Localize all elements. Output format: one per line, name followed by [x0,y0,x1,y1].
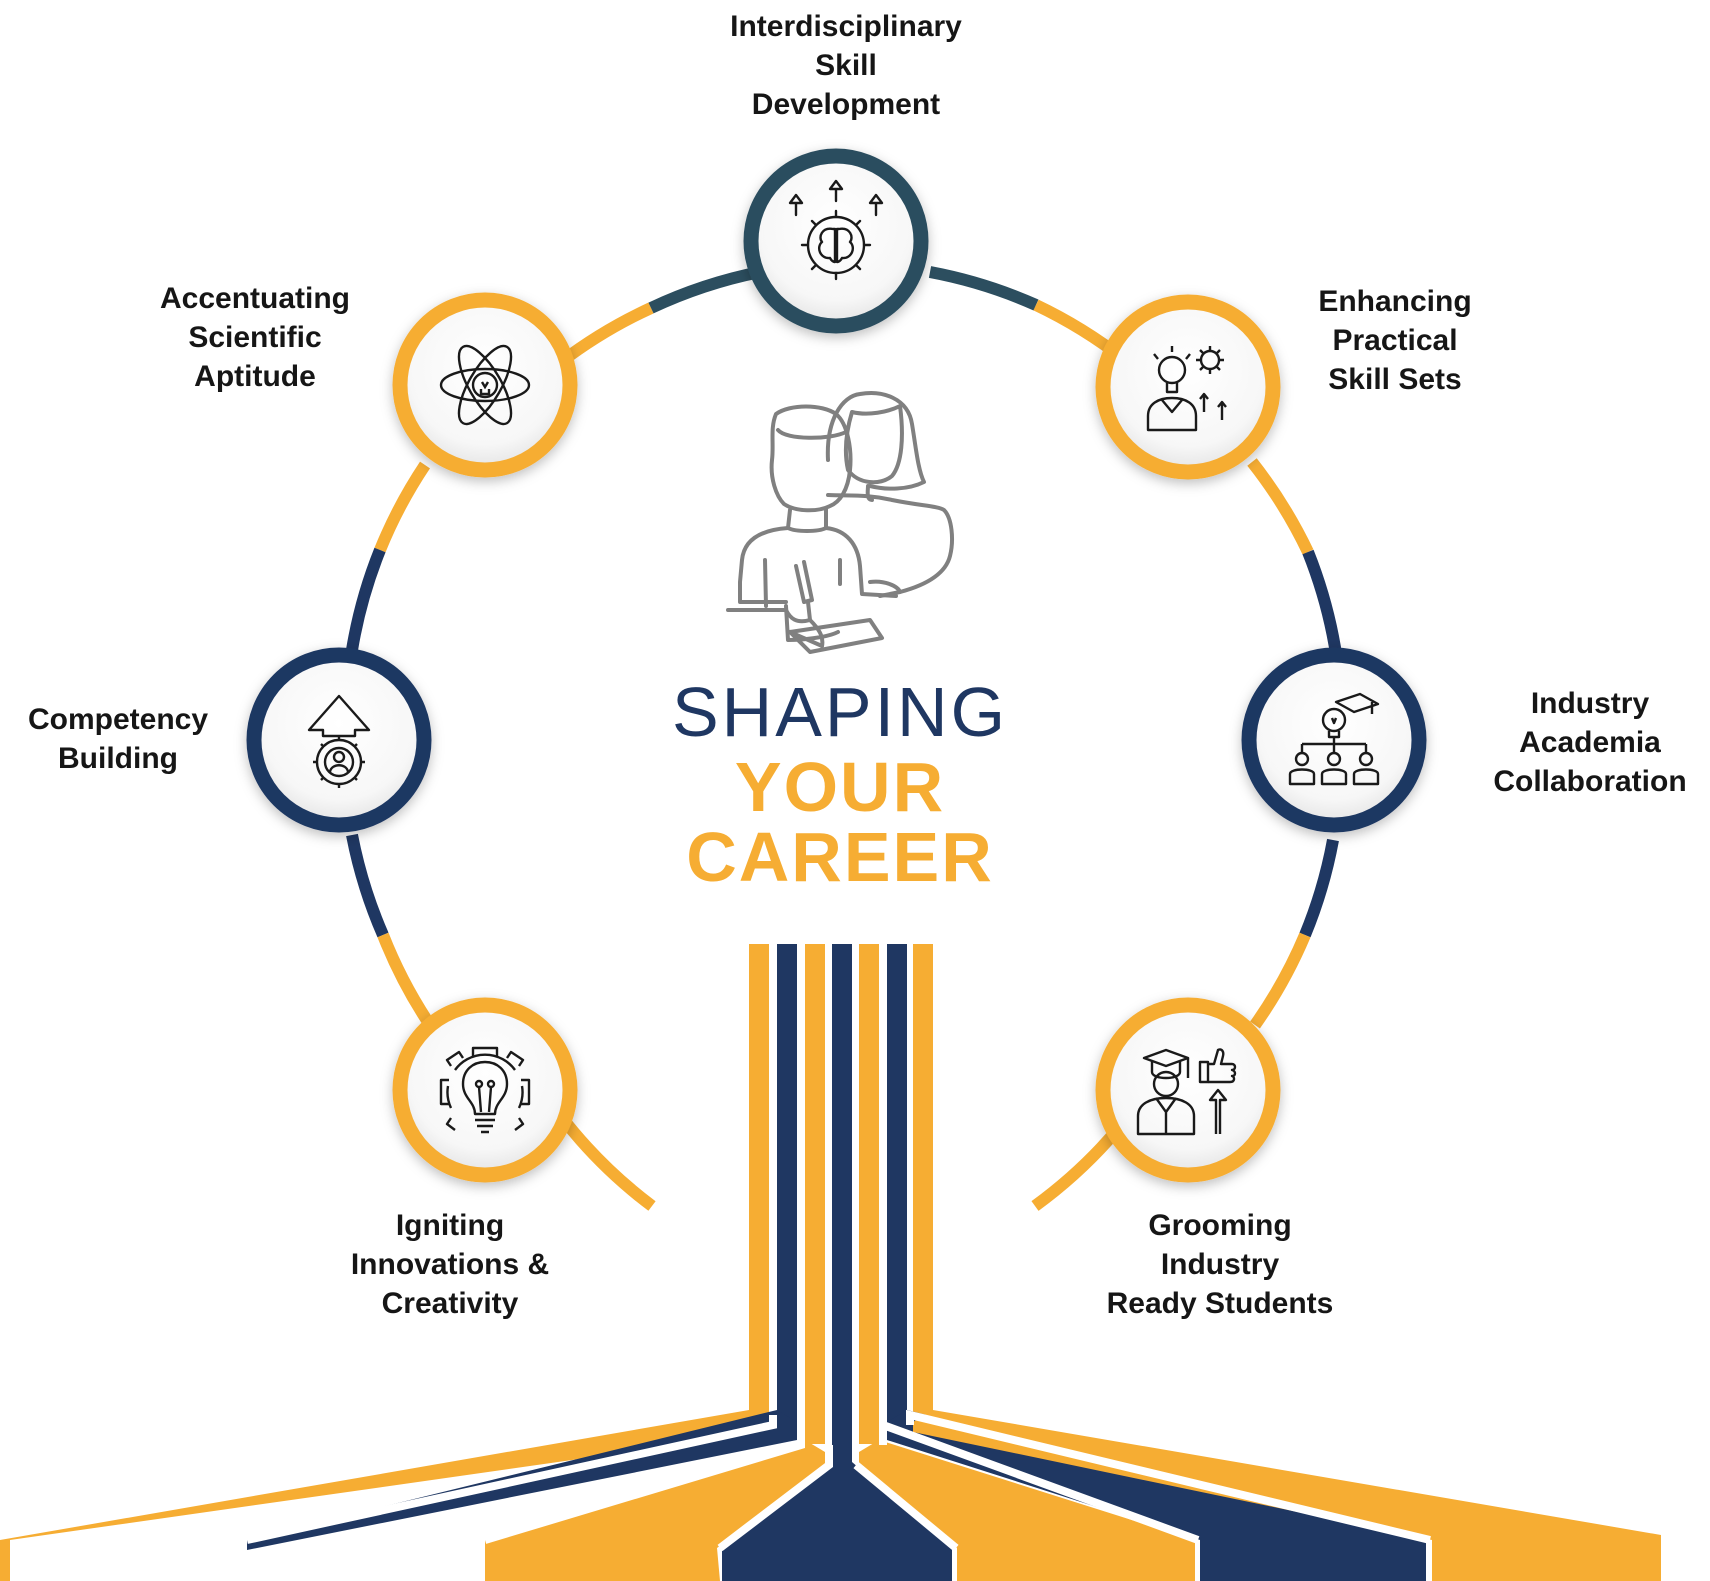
base-navy-center [722,1454,952,1581]
two-people-writing-icon [726,391,954,654]
base-orange-left [0,1410,769,1581]
title-career: CAREER [686,818,994,896]
label-line: Building [58,742,178,775]
label-practical: Enhancing Practical Skill Sets [1270,282,1520,399]
label-line: Enhancing [1318,285,1472,318]
arc-teal-left [648,266,762,314]
label-line: Interdisciplinary [730,10,962,43]
node-grooming [1095,997,1281,1183]
label-line: Development [751,88,941,121]
team-bulb-graduation-icon [1288,692,1380,786]
base-orange-right [913,1410,1661,1581]
arc-navy-left-upper [346,547,386,651]
label-interdisciplinary: Interdisciplinary Skill Development [686,7,1006,124]
stem-stripe-1 [749,944,769,1424]
label-line: Scientific [188,321,322,354]
gear-person-arrow-icon [307,694,371,788]
label-line: Skill [815,49,877,82]
base-separators [246,1409,1431,1552]
graduate-thumbs-up-icon [1136,1048,1237,1136]
stem [749,944,933,1454]
arc-orange-left-lower [377,932,435,1029]
arc-orange-right-lower [1250,932,1311,1029]
stem-stripe-2 [777,944,797,1424]
label-line: Collaboration [1493,765,1687,798]
label-line: Skill Sets [1328,363,1462,396]
stem-stripe-4 [832,944,852,1454]
label-line: Creativity [381,1287,519,1320]
label-line: Competency [27,703,209,736]
person-bulb-gear-icon [1146,346,1227,432]
label-igniting: Igniting Innovations & Creativity [320,1206,580,1323]
label-line: Industry [1530,687,1650,720]
arc-navy-right-upper [1302,549,1343,661]
base [0,1410,1661,1581]
node-practical [1095,294,1281,480]
label-line: Igniting [395,1209,505,1242]
ring-arcs [346,266,1343,1211]
stem-stripe-7 [913,944,933,1424]
arc-orange-right-upper [1247,458,1314,555]
label-scientific: Accentuating Scientific Aptitude [140,279,370,396]
label-line: Accentuating [159,282,351,315]
arc-orange-bottom-left [555,1111,656,1211]
arc-navy-right-lower [1299,838,1339,938]
label-line: Ready Students [1106,1287,1334,1320]
label-grooming: Grooming Industry Ready Students [1070,1206,1370,1323]
label-line: Practical [1332,324,1458,357]
title-shaping: SHAPING [671,673,1009,751]
label-industry: Industry Academia Collaboration [1470,684,1710,801]
arc-orange-left-top [557,302,654,367]
stem-stripe-6 [887,944,907,1424]
label-line: Innovations & [350,1248,550,1281]
arc-orange-left-upper [374,461,430,553]
arc-teal-right [928,266,1039,311]
node-igniting [392,997,578,1183]
label-line: Aptitude [194,360,316,393]
arc-navy-left-lower [346,833,389,938]
title-your: YOUR [734,748,946,826]
label-competency: Competency Building [8,700,228,778]
label-line: Grooming [1148,1209,1292,1242]
label-line: Industry [1160,1248,1280,1281]
base-orange-midright [859,1440,1195,1581]
stem-stripe-5 [859,944,879,1444]
bulb-gear-icon [439,1046,531,1134]
atom-bulb-icon [439,344,531,426]
stem-stripe-3 [805,944,825,1444]
base-orange-midleft [485,1440,825,1581]
label-line: Academia [1519,726,1661,759]
brain-gear-arrows-icon [788,179,884,281]
